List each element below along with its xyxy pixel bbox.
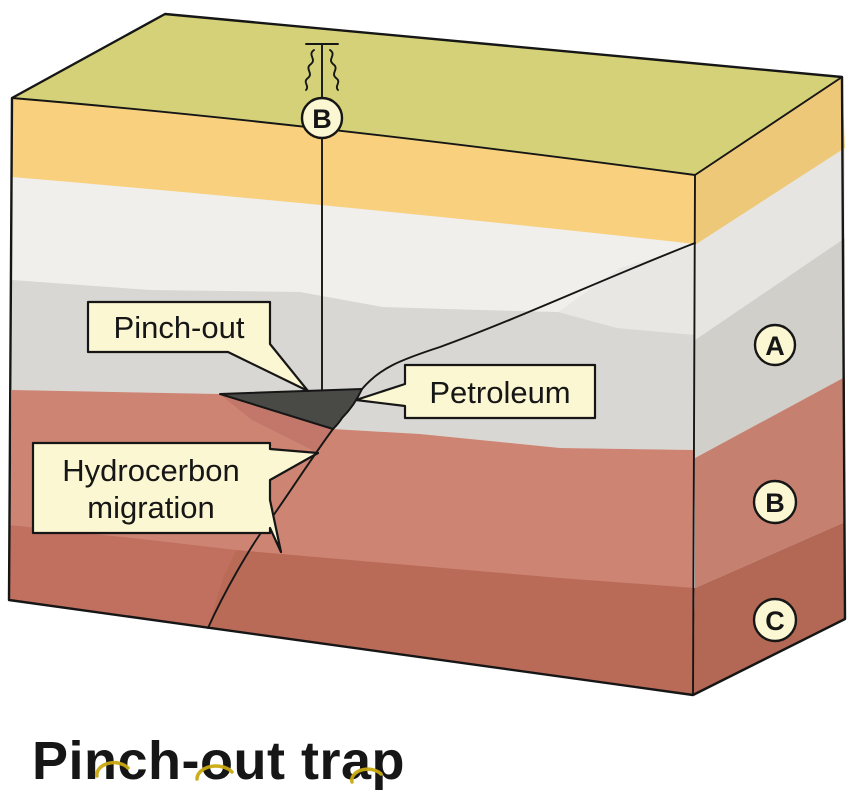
petroleum-callout-text: Petroleum [429, 375, 570, 410]
unconformity-line [361, 242, 696, 390]
layer-a-letter: A [765, 331, 785, 361]
pinch-out-callout-text: Pinch-out [114, 310, 245, 345]
layer-c-circle [752, 597, 798, 643]
layer-a-circle [753, 323, 797, 367]
wellhead-squiggle-right [329, 49, 340, 91]
block-top-face [12, 14, 842, 175]
diagram-title: Pinch-out trap [32, 731, 405, 791]
hydrocarbon-migration-callout-bubble [31, 441, 320, 554]
wellhead-mast [305, 43, 339, 99]
petroleum-callout-bubble [354, 363, 597, 420]
front-shadow-under-petroleum [222, 396, 333, 452]
side-layer-gray-light [695, 148, 845, 340]
block-outline [7, 12, 847, 697]
layer-b-circle [752, 479, 798, 525]
hydrocarbon-migration-text-line2: migration [87, 490, 215, 525]
title-doodle-3 [350, 767, 383, 784]
title-doodle-1 [95, 760, 130, 778]
wellhead-squiggle-left [304, 49, 315, 91]
front-layer-gray-sliver [558, 246, 695, 335]
pinch-out-callout-bubble [86, 300, 310, 393]
front-layer-soil [12, 98, 695, 244]
block-inner-edges [692, 76, 843, 696]
well-label-circle [300, 96, 344, 140]
petroleum-wedge [219, 388, 363, 430]
front-layer-brick [208, 550, 695, 695]
side-face-shade [693, 77, 845, 695]
layer-b-letter: B [765, 488, 785, 518]
side-layer-soil [695, 77, 845, 245]
well-label-letter: B [312, 104, 332, 134]
title-doodle-2 [195, 764, 234, 781]
front-layer-salmon-mid [9, 525, 236, 628]
layer-c-letter: C [765, 606, 785, 636]
hydrocarbon-migration-text-line1: Hydrocerbon [62, 453, 239, 488]
